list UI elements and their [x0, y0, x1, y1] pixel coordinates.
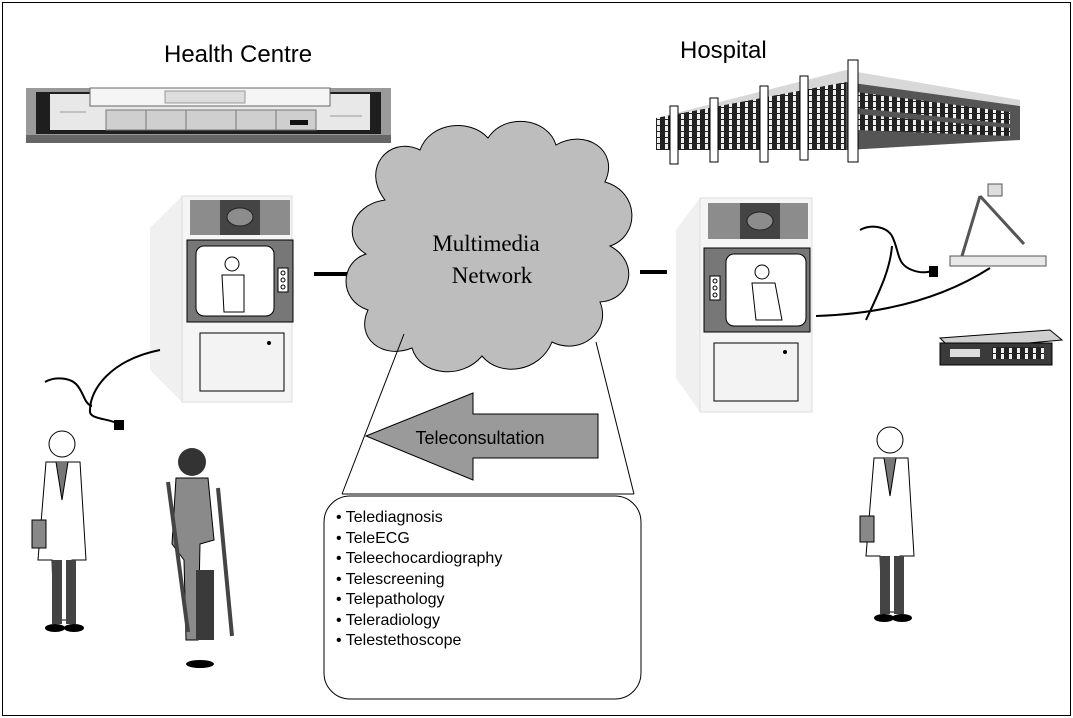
teleconsultation-label: Teleconsultation	[415, 428, 544, 448]
health-centre-terminal	[150, 195, 294, 403]
patient-on-crutches-icon	[166, 448, 234, 668]
health-centre-title: Health Centre	[164, 41, 312, 68]
service-item: Teleradiology	[336, 611, 502, 632]
service-item: Telestethoscope	[336, 631, 502, 652]
service-item: Telepathology	[336, 590, 502, 611]
funnel-line-right	[595, 341, 635, 495]
service-item: TeleECG	[336, 529, 502, 550]
network-cloud-icon	[345, 120, 633, 373]
service-item: Teleechocardiography	[336, 549, 503, 570]
services-list: Telediagnosis TeleECG Teleechocardiograp…	[336, 508, 503, 652]
network-label-line2: Network	[452, 263, 533, 288]
ecg-device-icon	[938, 329, 1064, 366]
teleconsultation-arrow-icon	[364, 392, 599, 481]
document-camera-icon	[815, 183, 1047, 317]
left-stethoscope-icon	[44, 349, 161, 425]
service-item: Telediagnosis	[336, 508, 502, 529]
health-centre-doctor-icon	[31, 430, 87, 632]
hospital-title: Hospital	[680, 37, 767, 64]
hospital-terminal	[676, 197, 813, 413]
network-label-line1: Multimedia	[432, 231, 539, 256]
funnel-line-left	[341, 333, 405, 495]
hospital-doctor-icon	[859, 426, 915, 622]
hospital-building-icon	[656, 59, 1020, 165]
service-item: Telescreening	[336, 570, 502, 591]
health-centre-building-icon	[26, 87, 391, 143]
